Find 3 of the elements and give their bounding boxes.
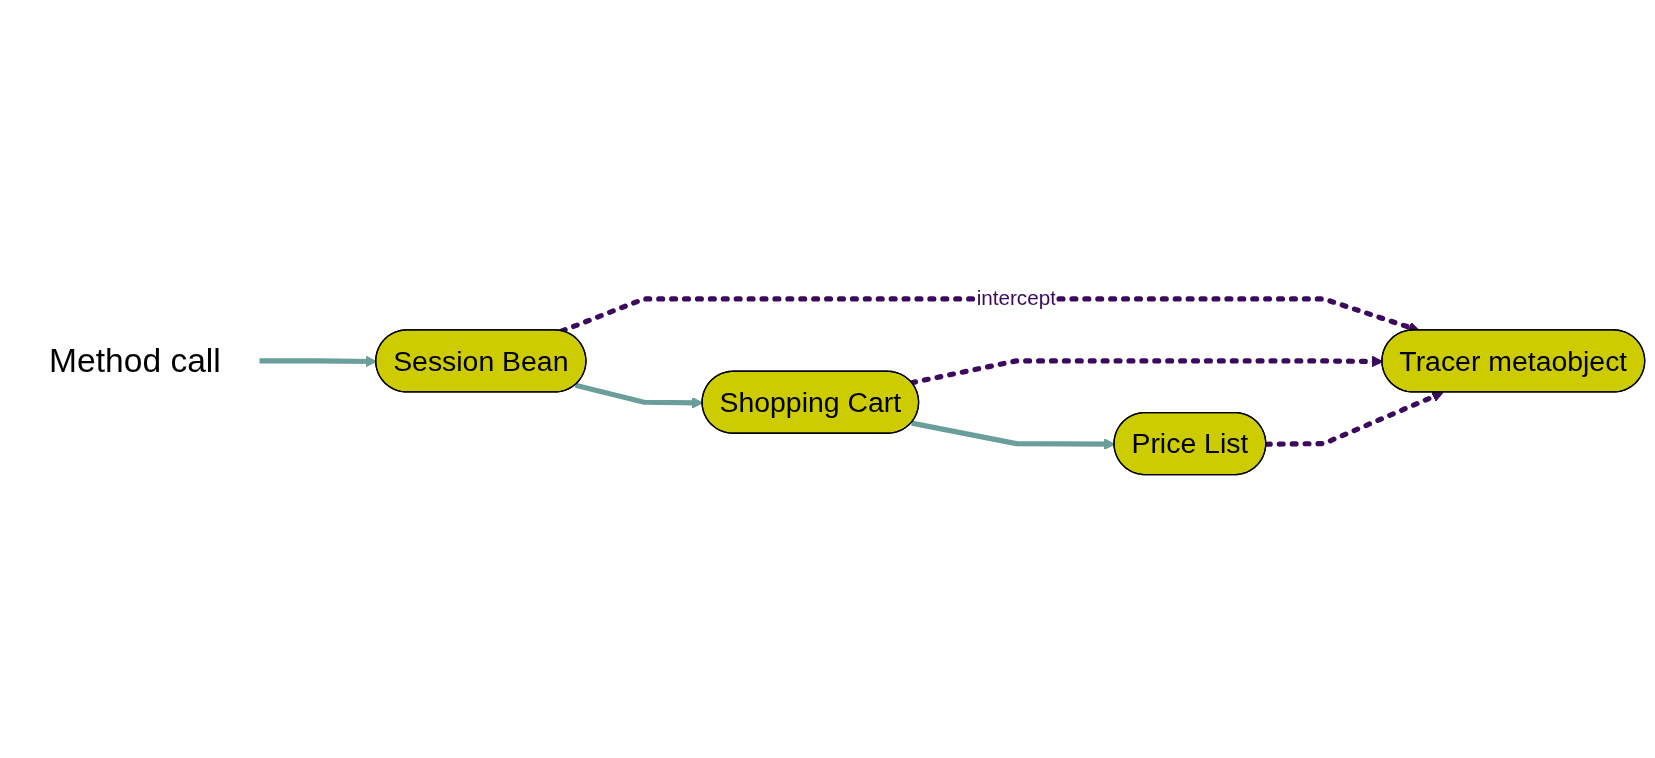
- arrow: [558, 296, 1420, 334]
- node-text: Method call: [49, 340, 221, 380]
- edge-label: intercept: [976, 287, 1056, 310]
